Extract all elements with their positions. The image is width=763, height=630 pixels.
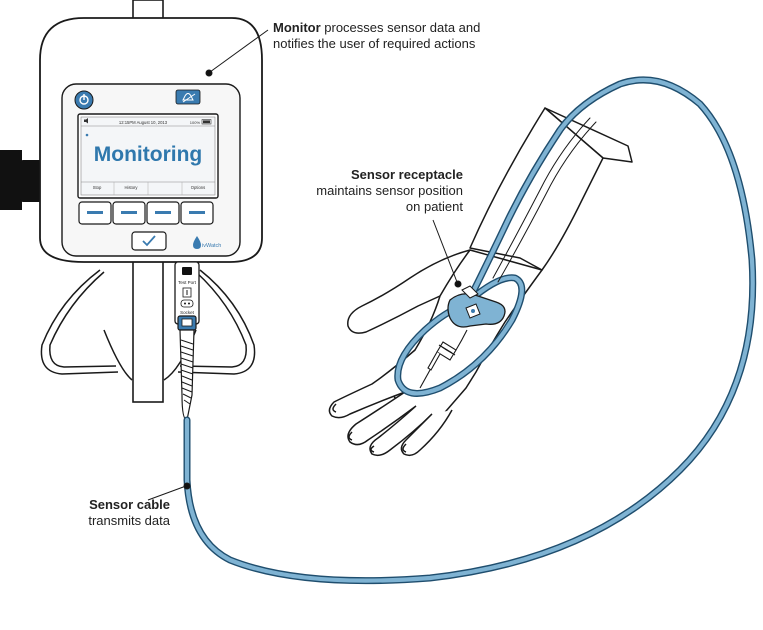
softkey-label-1: Stop <box>93 185 102 190</box>
iv-catheter <box>419 329 468 389</box>
softkey-label-2: History <box>124 185 138 190</box>
speaker-icon <box>84 118 88 124</box>
indicator-dot <box>85 133 89 137</box>
sensor-receptacle <box>447 285 506 328</box>
screen-title: Monitoring <box>94 143 202 166</box>
mute-button[interactable] <box>175 89 201 105</box>
pole-clamp <box>0 150 44 210</box>
brand-logo: ivWatch <box>193 236 221 249</box>
monitor-screen: 12:15PM August 10, 2013 100% Monitoring … <box>77 113 219 199</box>
status-bar-text: 12:15PM August 10, 2013 <box>119 120 168 125</box>
power-button[interactable] <box>74 90 94 110</box>
softkey-label-4: Options <box>191 185 205 190</box>
sensor-connector <box>177 315 197 421</box>
port-module: Test Port Socket <box>174 261 200 325</box>
sensor-cable <box>183 76 757 585</box>
socket-label: Socket <box>180 310 195 315</box>
battery-text: 100% <box>190 120 201 125</box>
cable-callout: Sensor cable transmits data <box>30 497 170 529</box>
receptacle-callout-title: Sensor receptacle <box>350 167 463 182</box>
receptacle-callout: Sensor receptacle maintains sensor posit… <box>300 167 463 215</box>
monitor-callout-title: Monitor <box>273 20 321 35</box>
mounting-bracket <box>40 269 256 381</box>
test-port-icon <box>182 267 192 275</box>
test-port-label: Test Port <box>178 280 197 285</box>
softkey-button-1[interactable] <box>78 201 112 225</box>
battery-icon <box>201 119 212 125</box>
softkey-button-2[interactable] <box>112 201 146 225</box>
cable-callout-text: transmits data <box>88 513 170 528</box>
confirm-button[interactable] <box>131 231 167 251</box>
iv-pole <box>132 0 164 403</box>
brand-text: ivWatch <box>202 243 221 249</box>
softkey-button-3[interactable] <box>146 201 180 225</box>
monitor-callout: Monitor processes sensor data and notifi… <box>273 20 483 52</box>
receptacle-callout-text: maintains sensor position on patient <box>316 183 463 214</box>
softkey-button-4[interactable] <box>180 201 214 225</box>
monitor-callout-text: processes sensor data and notifies the u… <box>273 20 481 51</box>
callout-leaders <box>147 29 462 501</box>
cable-callout-title: Sensor cable <box>89 497 170 512</box>
checkmark-icon <box>142 235 156 247</box>
monitor-unit: 12:15PM August 10, 2013 100% Monitoring … <box>39 17 263 263</box>
socket-icon <box>180 299 194 308</box>
